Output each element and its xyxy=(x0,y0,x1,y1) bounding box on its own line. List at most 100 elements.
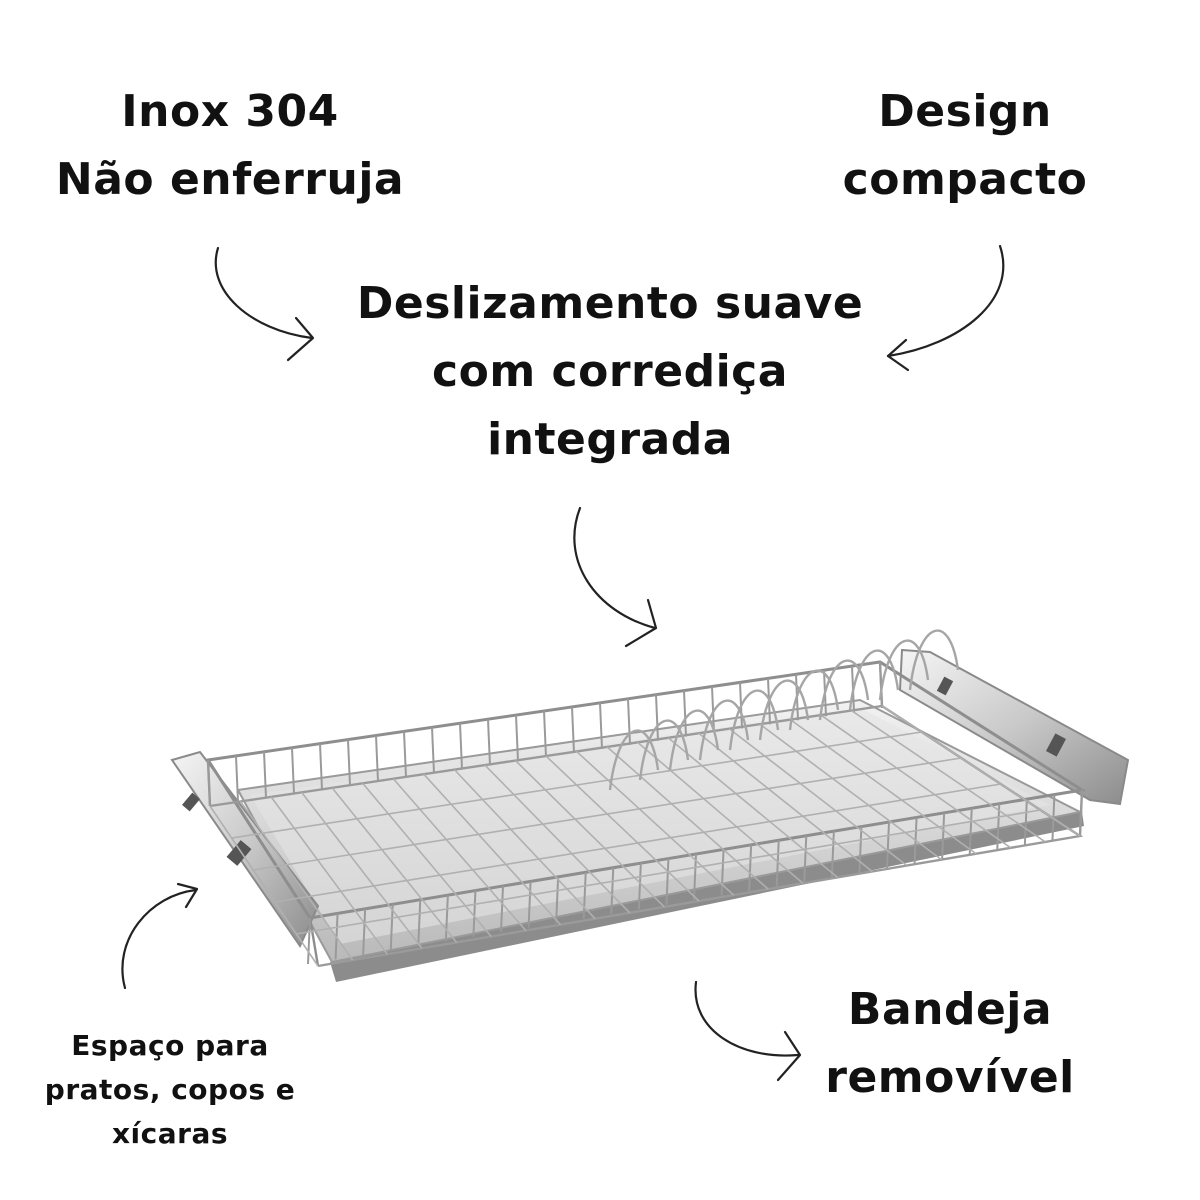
front-wire xyxy=(307,917,311,965)
arrow-slide-icon xyxy=(573,506,658,648)
floor-wire xyxy=(270,796,388,955)
callout-inox-line2: Não enferruja xyxy=(55,154,405,205)
plate-holder xyxy=(608,629,960,791)
arrow-tray-icon xyxy=(694,980,802,1082)
callout-design-line1: Design xyxy=(878,86,1052,137)
callout-tray: Bandeja removível xyxy=(780,976,1120,1112)
back-wire xyxy=(347,739,351,786)
plate-slot xyxy=(638,719,690,781)
front-wire xyxy=(803,835,808,882)
floor-wire xyxy=(514,759,665,908)
callout-space-line2: pratos, copos e xyxy=(44,1073,296,1106)
front-wire xyxy=(1023,799,1028,846)
floor-wire xyxy=(253,757,962,871)
callout-space-line3: xícaras xyxy=(111,1117,229,1150)
back-wire xyxy=(263,751,267,798)
front-wire xyxy=(582,872,587,919)
floor-wire xyxy=(231,731,922,839)
callout-inox-line1: Inox 304 xyxy=(121,86,339,137)
back-wire xyxy=(655,694,659,741)
plate-slot xyxy=(758,679,810,741)
callout-design-line2: compacto xyxy=(842,154,1088,205)
front-wire xyxy=(527,881,532,928)
callout-slide-line3: integrada xyxy=(487,414,733,465)
floor-wire xyxy=(637,741,804,884)
arrow-space-icon xyxy=(121,882,199,990)
back-wire xyxy=(487,719,491,766)
front-wire xyxy=(637,863,642,910)
callout-slide-line2: com corrediça xyxy=(432,346,788,397)
front-wire xyxy=(472,890,477,937)
front-wire xyxy=(968,808,973,855)
front-wire xyxy=(389,904,394,951)
floor-wire xyxy=(453,769,596,920)
front-wire xyxy=(941,812,946,859)
floor-wire xyxy=(331,787,458,943)
plate-slot xyxy=(878,639,930,701)
plate-slot xyxy=(818,659,870,721)
front-wire xyxy=(555,876,560,923)
front-wire xyxy=(417,899,422,946)
floor-wire xyxy=(667,737,839,878)
front-wire xyxy=(610,867,615,914)
floor-wire xyxy=(239,800,354,961)
plate-slot xyxy=(608,729,660,791)
back-wire xyxy=(683,690,687,737)
floor-wire xyxy=(274,783,1001,903)
back-wire xyxy=(319,743,323,790)
floor-wire xyxy=(392,778,527,932)
front-wire xyxy=(362,908,367,955)
floor-wire xyxy=(301,791,423,949)
plate-slot xyxy=(788,669,840,731)
front-wire xyxy=(720,849,725,896)
callout-tray-line1: Bandeja xyxy=(847,984,1053,1035)
floor-wire xyxy=(820,714,1012,849)
back-wire xyxy=(459,723,463,770)
callout-space-line1: Espaço para xyxy=(71,1029,269,1062)
back-wire xyxy=(515,715,519,762)
back-wire xyxy=(571,706,575,753)
callout-tray-line2: removível xyxy=(825,1052,1075,1103)
callout-space: Espaço para pratos, copos e xícaras xyxy=(10,1024,330,1156)
back-wire xyxy=(431,727,435,774)
callout-slide-line1: Deslizamento suave xyxy=(356,278,864,329)
floor-wire xyxy=(296,809,1041,935)
back-wire xyxy=(291,747,295,794)
plate-slot xyxy=(698,699,750,761)
front-wire xyxy=(665,858,670,905)
front-wire xyxy=(500,885,504,933)
front-wire xyxy=(775,840,780,887)
back-wire xyxy=(599,702,603,749)
floor-wire xyxy=(728,728,908,867)
back-wire xyxy=(403,731,407,778)
plate-slot xyxy=(848,649,900,711)
callout-design: Design compacto xyxy=(790,78,1140,214)
floor-wire xyxy=(759,723,942,861)
arrow-design-icon xyxy=(886,244,1005,372)
arrow-inox-icon xyxy=(214,246,315,362)
floor-wire xyxy=(209,805,319,967)
front-wire xyxy=(1079,789,1083,837)
back-wire xyxy=(627,698,631,745)
floor-wire xyxy=(423,773,562,926)
back-wire xyxy=(375,735,379,782)
floor-wire xyxy=(881,705,1081,837)
back-wire xyxy=(235,755,239,802)
back-wire xyxy=(207,759,211,807)
plate-slot xyxy=(908,629,960,691)
slide-rail-right xyxy=(898,648,1130,806)
callout-slide: Deslizamento suave com corrediça integra… xyxy=(300,270,920,474)
floor-wire xyxy=(545,755,700,902)
front-wire xyxy=(858,826,863,873)
callout-inox: Inox 304 Não enferruja xyxy=(40,78,420,214)
wire-basket xyxy=(205,660,1087,968)
floor-wire xyxy=(576,750,735,896)
front-wire xyxy=(1051,794,1056,841)
plate-slot xyxy=(668,709,720,771)
floor-wire xyxy=(606,746,769,890)
front-wire xyxy=(444,895,449,942)
front-wire xyxy=(830,831,835,878)
front-wire xyxy=(693,853,697,901)
